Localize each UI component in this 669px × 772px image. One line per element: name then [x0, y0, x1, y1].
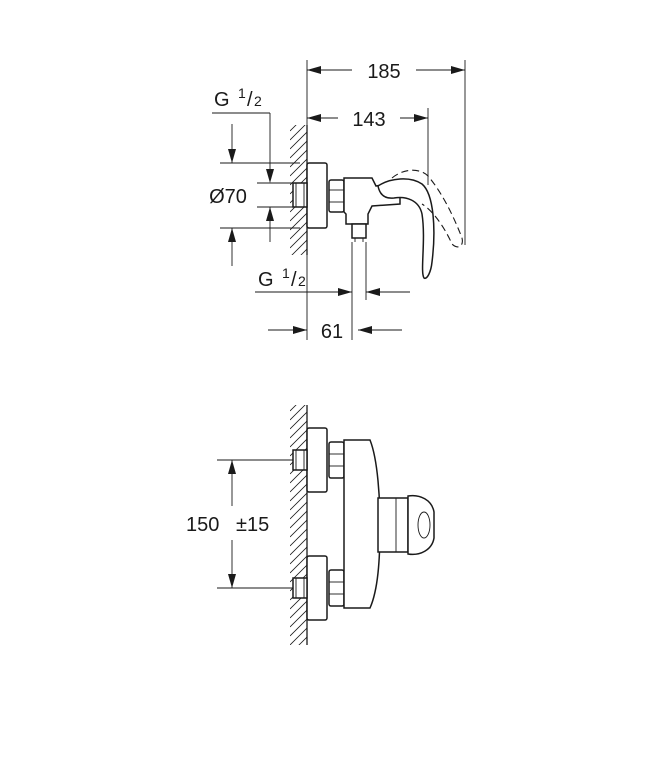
dimension-outlet-offset: 61	[268, 255, 402, 343]
hatch-line	[290, 212, 307, 231]
dimension-flange-diameter: Ø70	[209, 124, 300, 266]
hatch-line	[290, 167, 307, 186]
hatch-line	[290, 627, 307, 645]
hatch-line	[290, 664, 307, 681]
hatch-line	[290, 546, 307, 565]
hatch-line	[290, 230, 307, 249]
mixer-body-front	[343, 439, 381, 609]
outlet-thread-g: G	[258, 269, 274, 291]
hatch-line	[290, 405, 297, 412]
hatch-line	[290, 600, 307, 619]
dimension-185-label: 185	[367, 61, 400, 83]
side-view: 185 143 G 1 / 2	[209, 60, 466, 343]
hatch-line	[290, 501, 307, 520]
lower-flange	[306, 555, 328, 621]
outlet-thread-numerator: 1	[282, 265, 290, 281]
hatch-line	[291, 239, 307, 255]
hatch-line	[290, 655, 307, 672]
hatch-line	[290, 646, 307, 663]
inlet-spacing-label: 150	[186, 514, 219, 536]
dimension-overall-depth: 185	[306, 60, 466, 245]
outlet-thread-slash: /	[291, 269, 297, 291]
hatch-line	[290, 528, 307, 547]
dimension-inlet-thread: G 1 / 2	[212, 85, 274, 183]
hatch-line	[290, 474, 307, 493]
hatch-line	[290, 105, 307, 122]
dimension-outlet-thread: G 1 / 2	[255, 242, 410, 340]
handle-cap-face	[417, 511, 431, 539]
front-view: 150 ±15	[186, 385, 435, 681]
hatch-line	[290, 609, 307, 628]
dimension-inlet-spacing: 150 ±15	[186, 459, 293, 589]
hatch-line	[290, 405, 306, 421]
hatch-line	[290, 125, 297, 132]
lower-connector-nut	[328, 569, 345, 607]
handle-cap	[407, 494, 435, 556]
hatch-line	[290, 140, 307, 159]
outlet-thread-denominator: 2	[298, 273, 306, 289]
inlet-thread-numerator: 1	[238, 85, 246, 101]
cartridge-housing	[377, 497, 409, 553]
hatch-line	[290, 149, 307, 168]
dimension-lever-depth: 143	[307, 108, 429, 185]
hatch-line	[290, 131, 307, 150]
hatch-line	[290, 618, 307, 637]
hatch-line	[290, 158, 307, 177]
hatch-line	[298, 636, 307, 645]
upper-flange	[306, 427, 328, 493]
outlet-offset-label: 61	[321, 321, 343, 343]
hatch-line	[290, 385, 307, 402]
hatch-line	[290, 429, 307, 448]
inlet-nut	[292, 182, 308, 208]
hatch-line	[290, 519, 307, 538]
hatch-line	[290, 537, 307, 556]
dimension-143-label: 143	[352, 109, 385, 131]
lower-inlet-nut	[292, 577, 308, 599]
inlet-thread-denominator: 2	[254, 93, 262, 109]
lever-handle	[377, 178, 435, 280]
wall-hatching-bottom	[290, 385, 308, 681]
hatch-line	[300, 248, 307, 255]
hatch-line	[290, 510, 307, 529]
hatch-line	[290, 411, 307, 430]
hatch-line	[290, 555, 307, 574]
upper-inlet-nut	[292, 449, 308, 471]
inlet-spacing-tolerance: ±15	[236, 514, 269, 536]
hatch-line	[290, 125, 306, 141]
connector-nut	[328, 179, 345, 213]
outlet-stub	[351, 223, 367, 239]
hatch-line	[290, 492, 307, 511]
upper-connector-nut	[328, 441, 345, 479]
inlet-thread-slash: /	[247, 89, 253, 111]
hatch-line	[290, 420, 307, 439]
inlet-thread-g: G	[214, 89, 230, 111]
wall-flange	[306, 162, 328, 229]
hatch-line	[290, 221, 307, 240]
lever-open-position	[391, 169, 463, 248]
flange-diameter-label: Ø70	[209, 186, 247, 208]
hatch-line	[290, 483, 307, 502]
